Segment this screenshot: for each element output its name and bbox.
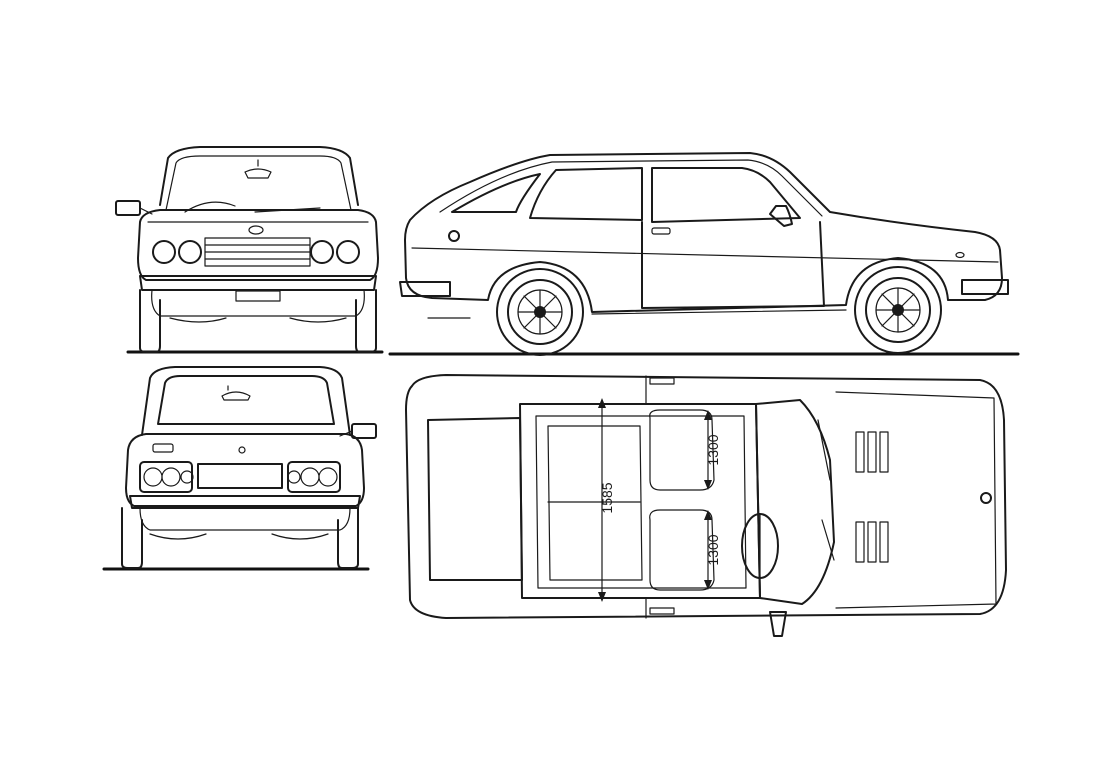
rear-tire-right	[337, 507, 359, 569]
rear-window	[157, 375, 335, 425]
side-mirror	[769, 205, 793, 227]
top-body	[405, 374, 1007, 619]
headlight-right-outer	[336, 240, 360, 264]
front-plate	[235, 290, 281, 302]
front-bumper	[139, 275, 377, 291]
dimension-length	[598, 398, 606, 602]
top-hood-vent-lower	[855, 521, 889, 563]
top-view: 1585 1300 1300	[405, 374, 1007, 637]
front-interior-mirror	[244, 159, 272, 179]
top-hood	[835, 391, 997, 609]
rear-plate	[197, 463, 283, 489]
side-front-window	[651, 167, 801, 223]
side-door	[641, 221, 825, 309]
rear-interior-mirror	[221, 385, 251, 401]
dimension-front-seat	[704, 510, 712, 590]
rear-view	[102, 366, 377, 571]
front-roof	[159, 146, 359, 206]
front-tire-right	[355, 289, 377, 353]
rear-side-mirror	[351, 423, 377, 439]
door-handle	[651, 227, 671, 235]
top-hood-vent-upper	[855, 431, 889, 473]
rear-roof	[141, 366, 351, 436]
headlight-left-inner	[178, 240, 202, 264]
side-rear-window	[529, 167, 643, 221]
taillight-left	[139, 461, 194, 493]
side-body	[404, 152, 1003, 313]
dimension-rear-seat	[704, 410, 712, 490]
top-rear-window	[427, 417, 523, 581]
rear-tire-left	[121, 507, 143, 569]
top-rear-seat	[547, 425, 643, 581]
top-front-seat-left	[649, 409, 715, 491]
side-front-bumper	[961, 279, 1009, 295]
side-marker	[955, 251, 965, 259]
front-badge	[248, 225, 264, 235]
dimension-length-label: 1585	[599, 482, 615, 513]
headlight-left-outer	[152, 240, 176, 264]
taillight-right	[287, 461, 341, 493]
front-windshield	[165, 155, 352, 211]
front-side-mirror	[115, 200, 141, 216]
dimension-rear-seat-label: 1300	[705, 434, 721, 465]
rear-lock	[238, 446, 246, 454]
front-view	[115, 146, 384, 354]
side-view	[388, 152, 1020, 356]
side-rear-quarter-window	[451, 173, 541, 213]
side-rear-bumper	[399, 281, 451, 297]
rear-badge	[152, 443, 174, 453]
top-wipers	[817, 419, 835, 561]
headlight-right-inner	[310, 240, 334, 264]
dimension-front-seat-label: 1300	[705, 534, 721, 565]
side-rear-wheel	[496, 268, 584, 356]
side-roof-line	[439, 159, 823, 217]
top-front-seat-right	[649, 509, 715, 591]
top-side-mirror	[769, 611, 787, 637]
front-tire-left	[139, 289, 161, 353]
top-hood-ornament	[980, 492, 992, 504]
rear-body	[125, 433, 365, 507]
side-front-wheel	[854, 266, 942, 354]
fuel-cap	[448, 230, 460, 242]
top-windshield	[755, 399, 835, 605]
